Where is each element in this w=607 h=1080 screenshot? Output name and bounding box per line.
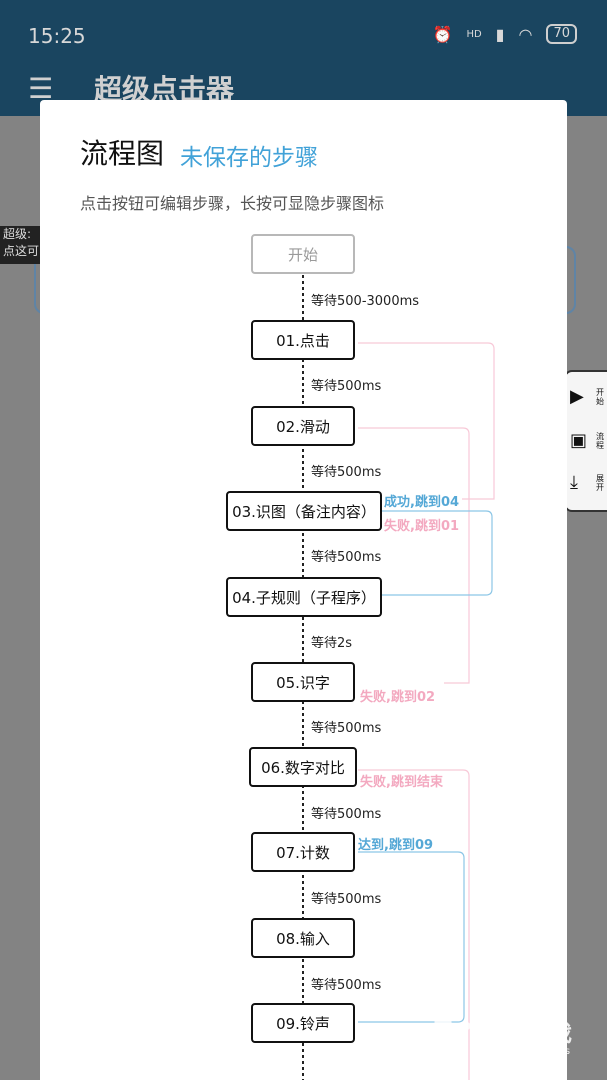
background-tag: 超级: 点这可 (0, 226, 43, 264)
menu-icon[interactable]: ☰ (28, 72, 54, 105)
flow-step-01[interactable]: 01.点击 (251, 320, 355, 360)
flow-step-05[interactable]: 05.识字 (251, 662, 355, 702)
watermark-text: 仍玩游戏 (484, 1022, 573, 1047)
jump-label-07-reach: 达到,跳到09 (358, 838, 434, 853)
side-start-label: 开始 (596, 388, 604, 406)
background-tag-line2: 点这可 (3, 244, 40, 258)
watermark-subtext: Rengwan Games (486, 1046, 571, 1057)
flow-step-03[interactable]: 03.识图（备注内容） (226, 491, 382, 531)
wait-label-02: 等待500ms (311, 379, 382, 394)
jump-label-05-fail: 失败,跳到02 (360, 690, 436, 705)
status-time: 15:25 (28, 24, 86, 48)
jump-label-03-success: 成功,跳到04 (384, 495, 460, 510)
dialog-hint: 点击按钮可编辑步骤，长按可显隐步骤图标 (80, 194, 385, 213)
jump-line-05 (358, 851, 465, 1023)
side-expand-button[interactable]: ⤓ 展开 (570, 472, 604, 493)
watermark-logo-icon (434, 1019, 473, 1058)
wait-label-09: 等待500ms (311, 978, 382, 993)
side-flow-button[interactable]: ▣ 流程 (570, 430, 604, 451)
dialog-subtitle: 未保存的步骤 (180, 145, 318, 171)
flowchart-dialog: 流程图 未保存的步骤 点击按钮可编辑步骤，长按可显隐步骤图标 开始 01.点击 … (40, 100, 567, 1080)
flow-step-08[interactable]: 08.输入 (251, 918, 355, 958)
flow-step-09[interactable]: 09.铃声 (251, 1003, 355, 1043)
flow-step-06[interactable]: 06.数字对比 (249, 747, 357, 787)
expand-icon: ⤓ (570, 472, 578, 493)
flow-start-node[interactable]: 开始 (251, 234, 355, 274)
side-expand-label: 展开 (596, 474, 604, 492)
status-icons: ⏰ HD ▮ ◠ 70 (433, 24, 577, 44)
watermark: 仍玩游戏 Rengwan Games (430, 1012, 600, 1072)
flow-step-02[interactable]: 02.滑动 (251, 406, 355, 446)
wait-label-05: 等待2s (311, 636, 353, 651)
jump-label-03-fail: 失败,跳到01 (384, 519, 460, 534)
status-bar: 15:25 ⏰ HD ▮ ◠ 70 (0, 0, 607, 72)
network-label: HD (466, 28, 482, 40)
signal-icon: ▮ (495, 24, 505, 44)
side-flow-label: 流程 (596, 432, 604, 450)
wait-label-07: 等待500ms (311, 807, 382, 822)
flow-step-07[interactable]: 07.计数 (251, 832, 355, 872)
battery-indicator: 70 (546, 24, 577, 44)
jump-line-01 (358, 342, 495, 500)
wait-label-04: 等待500ms (311, 550, 382, 565)
wait-label-03: 等待500ms (311, 465, 382, 480)
jump-line-02 (358, 427, 470, 684)
jump-line-03 (382, 510, 493, 596)
jump-line-04 (358, 769, 470, 1080)
wait-label-06: 等待500ms (311, 721, 382, 736)
play-icon: ▶ (570, 386, 584, 407)
wait-label-08: 等待500ms (311, 892, 382, 907)
jump-label-06-fail: 失败,跳到结束 (360, 775, 443, 790)
flowchart-icon: ▣ (570, 430, 588, 451)
side-start-button[interactable]: ▶ 开始 (570, 386, 604, 407)
background-tag-line1: 超级: (3, 227, 32, 241)
alarm-icon: ⏰ (432, 24, 453, 44)
wifi-icon: ◠ (518, 24, 533, 44)
flow-step-04[interactable]: 04.子规则（子程序） (226, 577, 382, 617)
dialog-title: 流程图 (80, 137, 165, 170)
wait-label-01: 等待500-3000ms (311, 294, 420, 309)
floating-control-panel: ▶ 开始 ▣ 流程 ⤓ 展开 (564, 370, 607, 512)
